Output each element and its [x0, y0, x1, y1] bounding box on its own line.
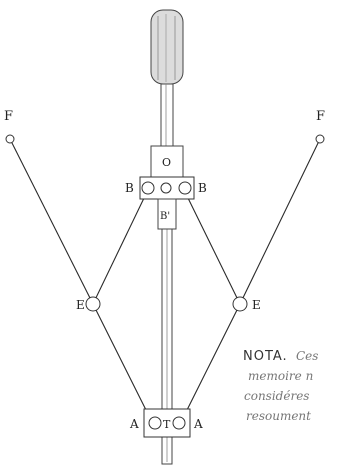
label-e-right: E — [252, 298, 261, 312]
label-f-left: F — [4, 109, 13, 124]
label-b-prime: B' — [160, 211, 170, 222]
nota-line-1: Ces — [296, 349, 318, 363]
slider-block — [139, 145, 195, 230]
label-a-right: A — [193, 417, 203, 431]
label-e-left: E — [76, 298, 85, 312]
nota-line-2: memoire n — [248, 369, 313, 383]
pivot-f-left — [5, 134, 15, 144]
linkage-arms — [92, 195, 241, 425]
label-o: O — [162, 156, 171, 169]
pivot-f-right — [315, 134, 325, 144]
joint-e-left — [85, 296, 101, 312]
label-b-left: B — [125, 181, 134, 195]
outer-arms — [9, 138, 321, 305]
label-a-left: A — [129, 417, 139, 431]
nota-block: NOTA. Ces memoire n considéres resoument — [243, 349, 318, 423]
base-block — [143, 408, 191, 438]
central-rod — [160, 83, 174, 465]
label-f-right: F — [316, 109, 325, 124]
nota-heading: NOTA. — [243, 349, 288, 364]
nota-line-4: resoument — [246, 409, 311, 423]
handle — [150, 9, 184, 85]
nota-line-3: considéres — [244, 389, 309, 403]
label-b-right: B — [198, 181, 207, 195]
label-t: T — [163, 418, 171, 431]
joint-e-right — [232, 296, 248, 312]
